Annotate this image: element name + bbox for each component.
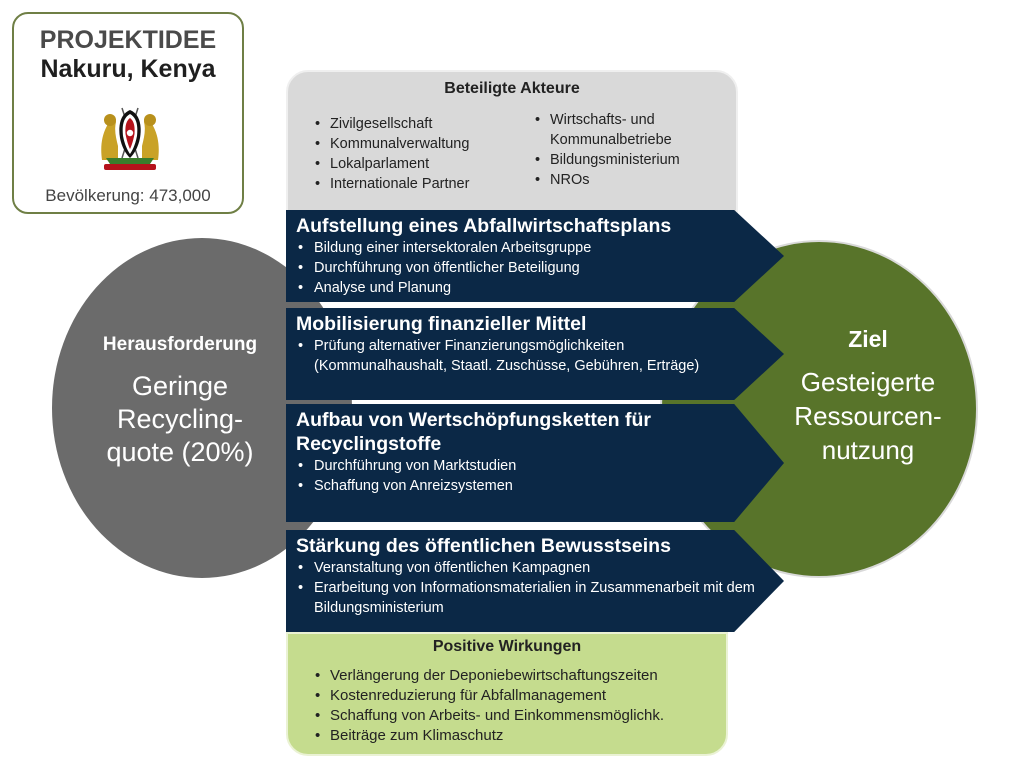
- project-city: Nakuru, Kenya: [40, 55, 216, 83]
- action-item: Analyse und Planung: [296, 278, 784, 298]
- actor-item: NROs: [532, 170, 732, 190]
- effect-item: Verlängerung der Deponiebewirtschaftungs…: [312, 666, 722, 686]
- action-title: Mobilisierung finanzieller Mittel: [296, 313, 587, 335]
- project-box: PROJEKTIDEE Nakuru, Kenya Bevölkerung: 4…: [12, 12, 244, 214]
- goal-value: Gesteigerte Ressourcen- nutzung: [768, 365, 968, 467]
- action-list: Bildung einer intersektoralen Arbeitsgru…: [296, 238, 784, 298]
- effects-title: Positive Wirkungen: [432, 638, 582, 655]
- goal-text: Ziel Gesteigerte Ressourcen- nutzung: [768, 326, 968, 467]
- actor-item: Lokalparlament: [312, 154, 532, 174]
- action-title: Aufstellung eines Abfallwirtschaftsplans: [296, 215, 672, 237]
- effect-item: Beiträge zum Klimaschutz: [312, 726, 722, 746]
- actor-item: Wirtschafts- und Kommunalbetriebe: [532, 110, 732, 150]
- action-list: Prüfung alternativer Finanzierungsmöglic…: [296, 336, 716, 376]
- action-item: Erarbeitung von Informationsmaterialien …: [296, 578, 784, 618]
- action-item: Durchführung von öffentlicher Beteiligun…: [296, 258, 784, 278]
- actor-item: Internationale Partner: [312, 174, 532, 194]
- action-title: Aufbau von Wertschöpfungsketten für Recy…: [296, 409, 651, 455]
- action-item: Prüfung alternativer Finanzierungsmöglic…: [296, 336, 716, 376]
- actors-box: Beteiligte Akteure Zivilgesellschaft Kom…: [286, 70, 738, 220]
- actors-list-right: Wirtschafts- und Kommunalbetriebe Bildun…: [532, 110, 732, 190]
- challenge-heading: Herausforderung: [102, 334, 258, 355]
- effect-item: Schaffung von Arbeits- und Einkommensmög…: [312, 706, 722, 726]
- action-item: Bildung einer intersektoralen Arbeitsgru…: [296, 238, 784, 258]
- goal-heading: Ziel: [848, 326, 888, 352]
- challenge-value: Geringe Recycling- quote (20%): [80, 370, 280, 469]
- action-arrow-value-chains: Aufbau von Wertschöpfungsketten für Recy…: [286, 404, 784, 522]
- challenge-text: Herausforderung Geringe Recycling- quote…: [80, 334, 280, 469]
- effect-item: Kostenreduzierung für Abfallmanagement: [312, 686, 722, 706]
- action-item: Schaffung von Anreizsystemen: [296, 476, 784, 496]
- goal-line: Gesteigerte: [800, 367, 936, 397]
- effects-box: Positive Wirkungen Verlängerung der Depo…: [286, 632, 728, 756]
- actor-item: Bildungsministerium: [532, 150, 732, 170]
- kenya-coat-of-arms-icon: [101, 107, 159, 170]
- project-label: PROJEKTIDEE: [39, 26, 217, 54]
- project-population: Bevölkerung: 473,000: [45, 186, 211, 205]
- effects-list: Verlängerung der Deponiebewirtschaftungs…: [312, 666, 722, 746]
- action-list: Durchführung von Marktstudien Schaffung …: [296, 456, 784, 496]
- action-arrow-funding: Mobilisierung finanzieller Mittel Prüfun…: [286, 308, 784, 400]
- challenge-line: Recycling-: [116, 404, 244, 434]
- goal-line: nutzung: [821, 435, 915, 465]
- challenge-line: Geringe: [131, 371, 229, 401]
- action-item: Durchführung von Marktstudien: [296, 456, 784, 476]
- challenge-line: quote (20%): [106, 437, 254, 467]
- action-title: Stärkung des öffentlichen Bewusstseins: [296, 535, 671, 557]
- goal-line: Ressourcen-: [794, 401, 942, 431]
- actors-title: Beteiligte Akteure: [444, 80, 580, 97]
- actor-item: Zivilgesellschaft: [312, 114, 532, 134]
- actors-list-left: Zivilgesellschaft Kommunalverwaltung Lok…: [312, 114, 532, 194]
- action-arrow-awareness: Stärkung des öffentlichen Bewusstseins V…: [286, 530, 784, 632]
- action-arrow-waste-plan: Aufstellung eines Abfallwirtschaftsplans…: [286, 210, 784, 302]
- actor-item: Kommunalverwaltung: [312, 134, 532, 154]
- action-list: Veranstaltung von öffentlichen Kampagnen…: [296, 558, 784, 618]
- action-item: Veranstaltung von öffentlichen Kampagnen: [296, 558, 784, 578]
